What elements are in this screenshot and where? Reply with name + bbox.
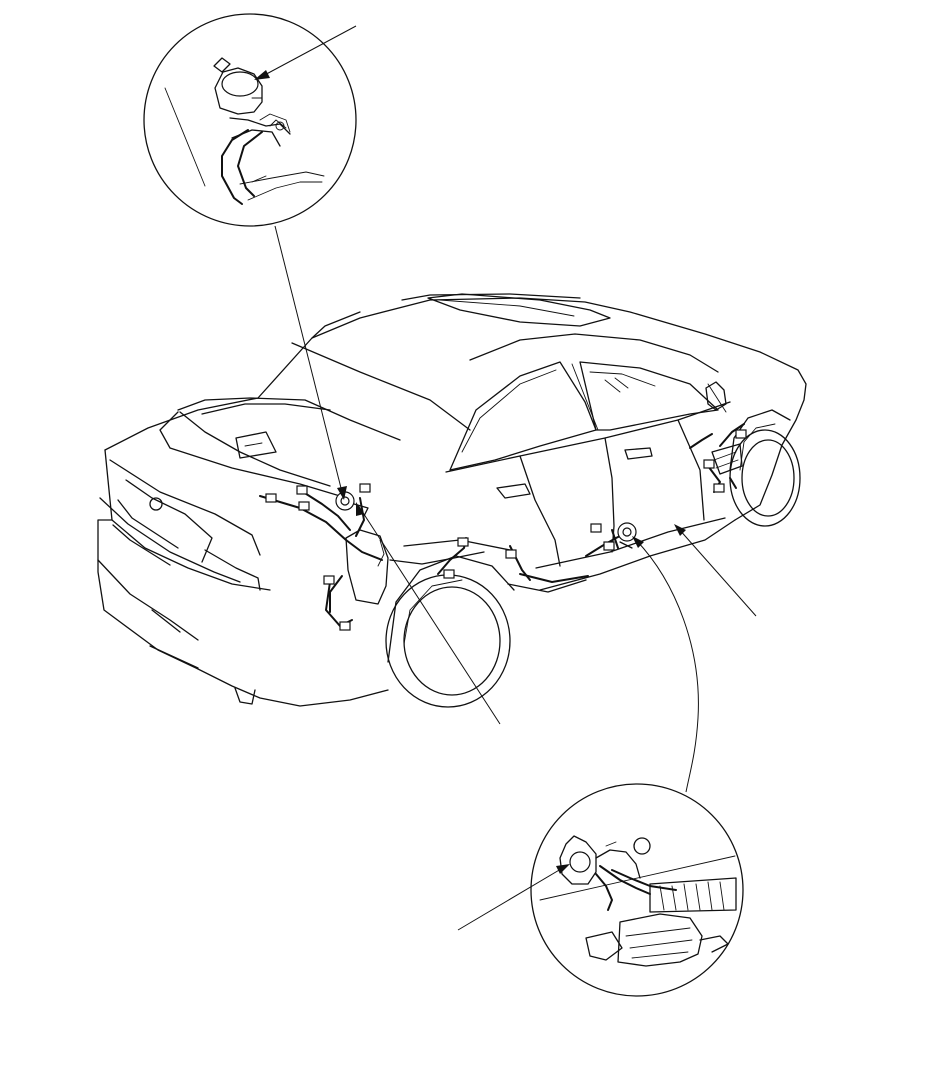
connector-icon — [265, 429, 747, 631]
rear-sensor-leader — [254, 25, 501, 725]
rear-sensor-detail — [143, 13, 357, 227]
sedan-outline-icon — [97, 293, 807, 708]
side-sill-leader — [674, 524, 757, 617]
side-sensor-leader — [457, 536, 699, 931]
side-sensor-detail — [530, 783, 744, 997]
